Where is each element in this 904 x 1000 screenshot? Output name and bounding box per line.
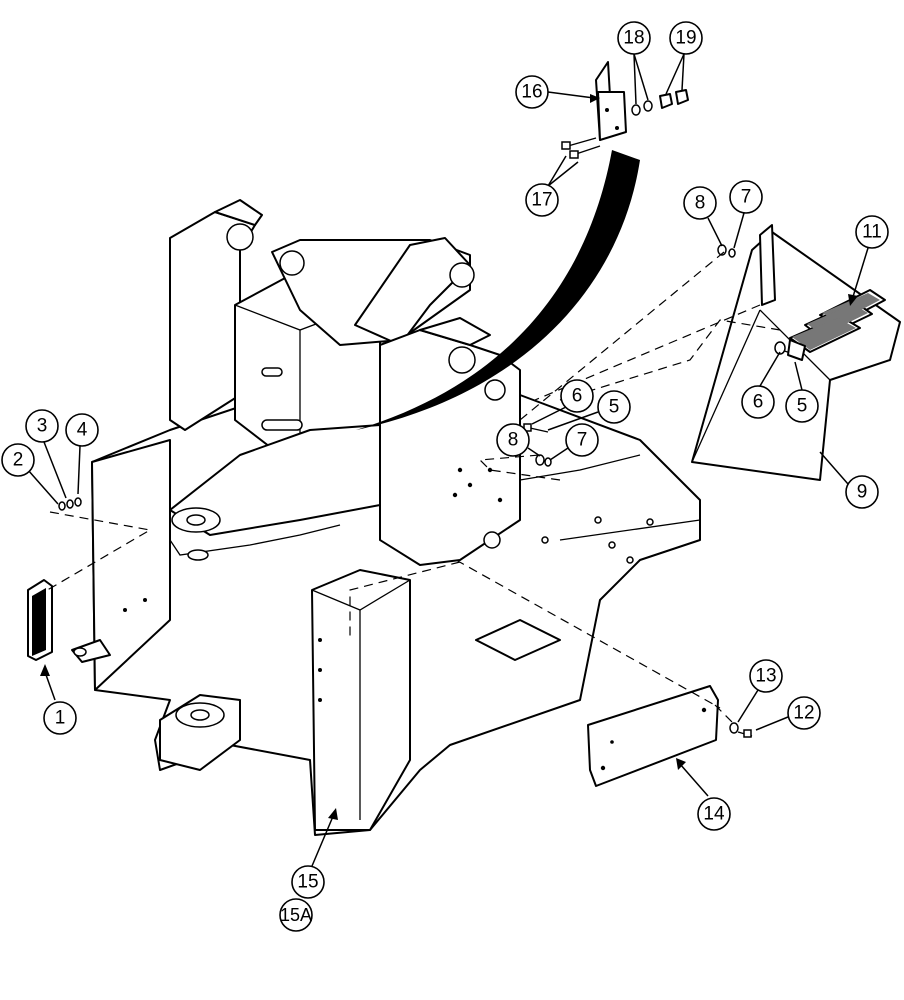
- step-9: [691, 224, 901, 481]
- callout-6-step: 6: [741, 385, 775, 419]
- callout-5-step: 5: [785, 389, 819, 423]
- svg-text:2: 2: [13, 450, 24, 471]
- svg-text:15A: 15A: [280, 905, 312, 925]
- callout-4: 4: [65, 413, 99, 447]
- callout-2: 2: [1, 443, 35, 477]
- callout-9: 9: [845, 475, 879, 509]
- callout-11: 11: [855, 215, 889, 249]
- assembly-arrow: [356, 150, 640, 430]
- callout-6: 6: [560, 379, 594, 413]
- bracket-16: [561, 61, 689, 159]
- svg-text:8: 8: [695, 193, 706, 214]
- callout-14: 14: [697, 797, 731, 831]
- svg-text:14: 14: [703, 804, 725, 825]
- svg-text:4: 4: [77, 420, 88, 441]
- svg-text:11: 11: [862, 222, 882, 243]
- callout-7: 7: [565, 423, 599, 457]
- svg-text:12: 12: [793, 703, 814, 724]
- svg-text:17: 17: [531, 190, 552, 211]
- svg-text:9: 9: [857, 482, 868, 503]
- callout-13: 13: [749, 659, 783, 693]
- callout-3: 3: [25, 409, 59, 443]
- svg-text:19: 19: [675, 28, 696, 49]
- svg-text:15: 15: [297, 872, 318, 893]
- svg-text:1: 1: [55, 708, 66, 729]
- svg-text:5: 5: [797, 396, 808, 417]
- svg-text:5: 5: [609, 397, 620, 418]
- callout-19: 19: [669, 21, 703, 55]
- svg-text:6: 6: [753, 392, 764, 413]
- main-frame: [71, 199, 701, 836]
- svg-text:7: 7: [577, 430, 588, 451]
- callout-18: 18: [617, 21, 651, 55]
- svg-text:13: 13: [755, 666, 776, 687]
- svg-text:8: 8: [508, 430, 519, 451]
- callout-16: 16: [515, 75, 549, 109]
- callout-12: 12: [787, 696, 821, 730]
- callout-8: 8: [496, 423, 530, 457]
- callout-5: 5: [597, 390, 631, 424]
- svg-text:3: 3: [37, 416, 48, 437]
- callouts: 1 2 3 4 5 6: [1, 21, 889, 932]
- callout-15a: 15A: [279, 898, 313, 932]
- svg-text:16: 16: [521, 82, 542, 103]
- callout-17: 17: [525, 183, 559, 217]
- callout-1: 1: [43, 701, 77, 735]
- callout-7-step: 7: [729, 180, 763, 214]
- callout-8-step: 8: [683, 186, 717, 220]
- callout-15: 15: [291, 865, 325, 899]
- svg-text:7: 7: [741, 187, 752, 208]
- svg-text:18: 18: [623, 28, 644, 49]
- svg-text:6: 6: [572, 386, 583, 407]
- pad-1: [27, 497, 82, 661]
- plate-14: [587, 685, 753, 787]
